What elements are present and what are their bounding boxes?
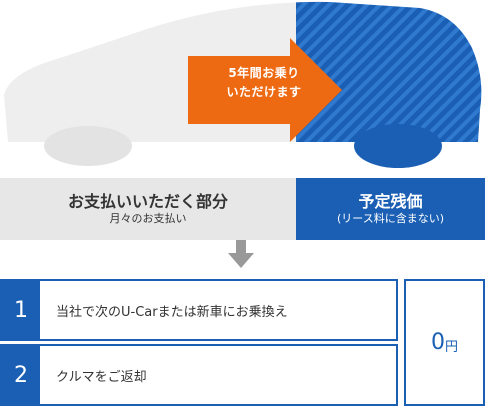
option-label: クルマをご返却 <box>56 369 147 385</box>
cost-amount: 0 <box>430 330 445 355</box>
option-return-car: 2 クルマをご返却 <box>0 344 398 406</box>
residual-value-subtitle: (リース料に含まない) <box>336 212 445 225</box>
option-label: 当社で次のU-Carまたは新車にお乗換え <box>56 304 288 320</box>
residual-value-title: 予定残価 <box>358 192 423 211</box>
payment-portion-title: お支払いいただく部分 <box>67 192 228 211</box>
car-illustration <box>4 1 482 168</box>
option-number: 1 <box>2 281 40 339</box>
down-arrow-icon <box>228 240 254 268</box>
cost-unit: 円 <box>444 340 458 355</box>
option-trade-in: 1 当社で次のU-Carまたは新車にお乗換え <box>0 279 398 341</box>
option-number: 2 <box>2 346 40 404</box>
duration-arrow-label: 5年間お乗り いただけます <box>198 64 330 102</box>
duration-arrow <box>188 38 342 142</box>
car-body-blue <box>296 1 482 168</box>
residual-value-band: 予定残価 (リース料に含まない) <box>296 178 485 240</box>
payment-portion-subtitle: 月々のお支払い <box>109 212 187 225</box>
payment-portion-band: お支払いいただく部分 月々のお支払い <box>0 178 296 240</box>
cost-result-box: 0 円 <box>404 279 485 406</box>
duration-line-1: 5年間お乗り <box>228 66 300 80</box>
duration-line-2: いただけます <box>226 85 302 99</box>
